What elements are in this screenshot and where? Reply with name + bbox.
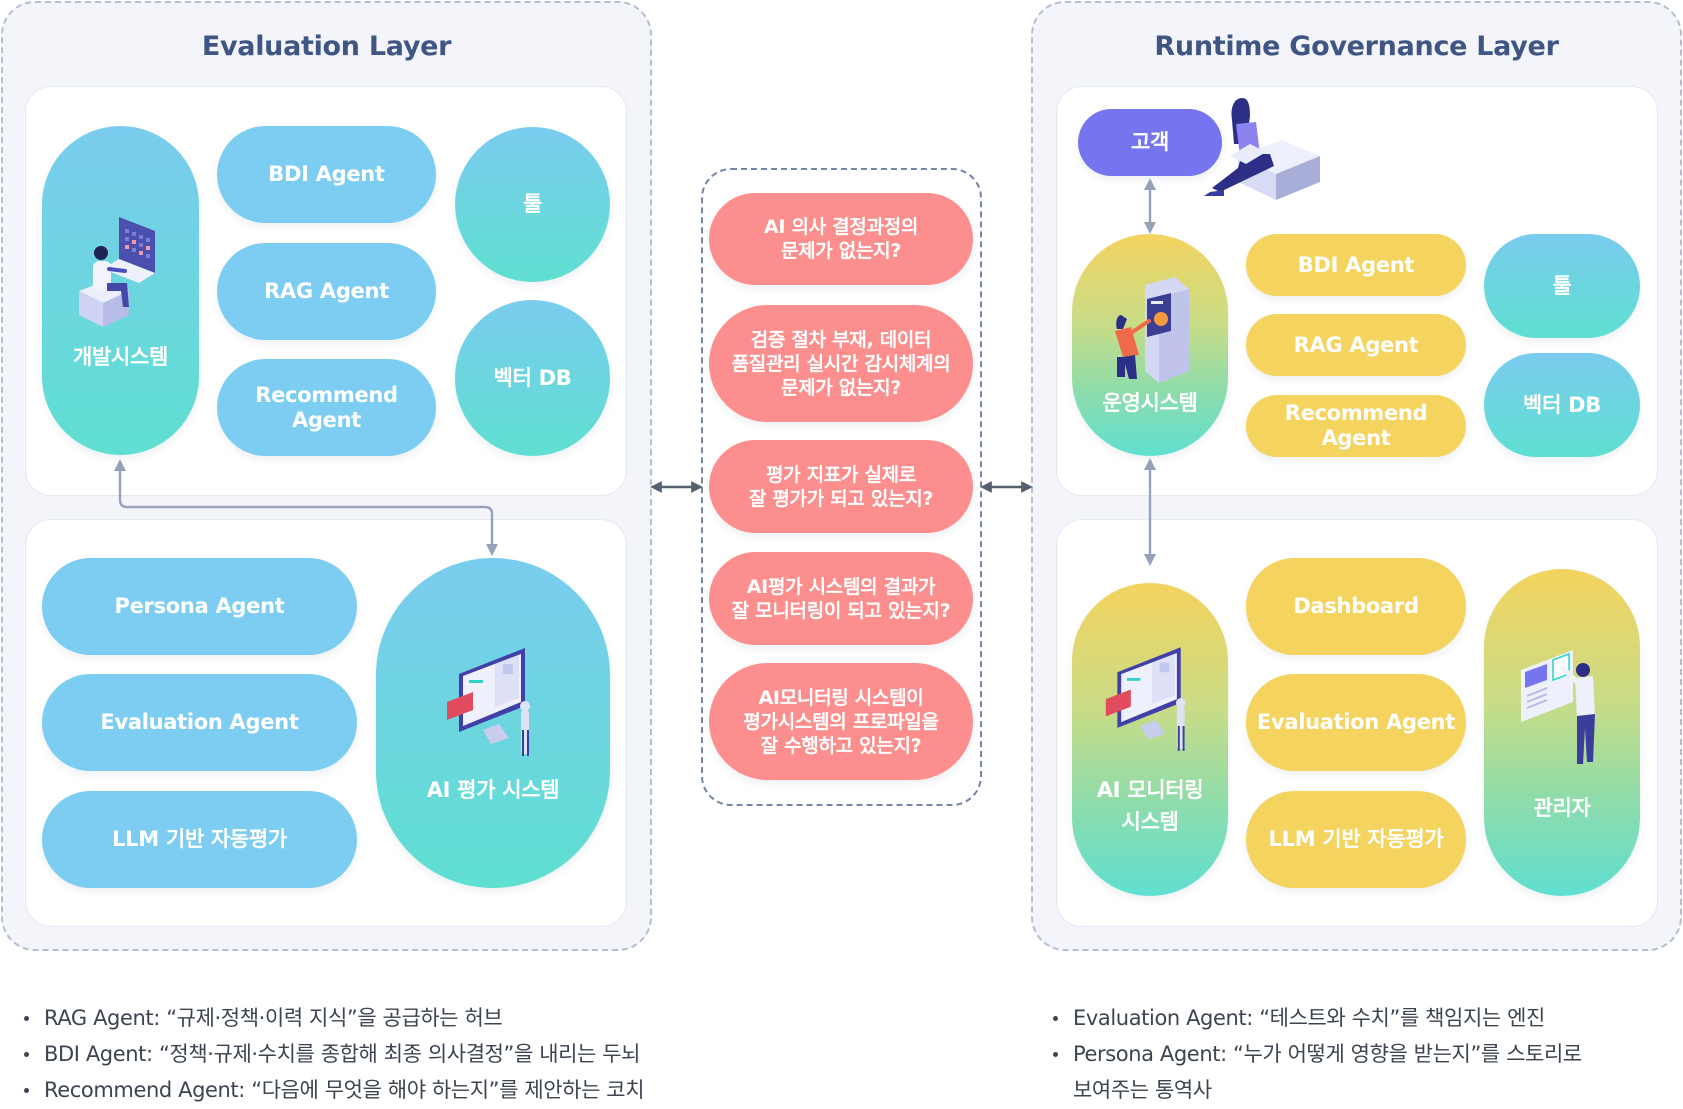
eval-evaluation-agent-label: Evaluation Agent (100, 710, 299, 734)
developer-at-laptop-icon (78, 217, 155, 327)
woman-with-laptop-icon (1204, 98, 1320, 200)
kiosk-user-icon (1115, 276, 1189, 383)
evaluation-notes: RAG Agent: “규제·정책·이력 지식”을 공급하는 허브 BDI Ag… (24, 1000, 645, 1108)
note-recommend-agent: Recommend Agent: “다음에 무엇을 해야 하는지”를 제안하는 … (24, 1072, 645, 1108)
checkpoint-1-line1: AI 의사 결정과정의 (763, 216, 919, 238)
eval-tool-node[interactable]: 툴 (455, 127, 610, 282)
eval-rag-agent-label: RAG Agent (264, 279, 389, 303)
checkpoint-5-line3: 잘 수행하고 있는지? (760, 734, 922, 757)
rt-recommend-agent-label-line1: Recommend (1284, 401, 1428, 425)
dashboard-label: Dashboard (1293, 594, 1419, 618)
eval-llm-auto-eval-label: LLM 기반 자동평가 (112, 827, 287, 851)
eval-vector-db-label: 벡터 DB (493, 365, 572, 390)
checkpoint-4[interactable]: AI평가 시스템의 결과가 잘 모니터링이 되고 있는지? (709, 552, 973, 645)
eval-recommend-agent[interactable]: Recommend Agent (217, 359, 436, 456)
eval-evaluation-agent[interactable]: Evaluation Agent (42, 674, 357, 771)
checkpoint-5[interactable]: AI모니터링 시스템이 평가시스템의 프로파일을 잘 수행하고 있는지? (709, 663, 973, 780)
persona-agent[interactable]: Persona Agent (42, 558, 357, 655)
dev-system-label: 개발시스템 (72, 345, 169, 369)
rt-tool-label: 툴 (1552, 273, 1572, 298)
note-rag-agent: RAG Agent: “규제·정책·이력 지식”을 공급하는 허브 (24, 1000, 644, 1036)
rt-bdi-agent-label: BDI Agent (1297, 252, 1415, 277)
checkpoint-2[interactable]: 검증 절차 부재, 데이터 품질관리 실시간 감시체계의 문제가 없는지? (709, 305, 973, 422)
rt-rag-agent-label: RAG Agent (1293, 332, 1419, 357)
checkpoint-4-line2: 잘 모니터링이 되고 있는지? (731, 599, 951, 622)
note-persona-agent-continued: 보여주는 통역사 (1073, 1078, 1212, 1102)
dev-system-node[interactable]: 개발시스템 (42, 126, 199, 455)
eval-llm-auto-eval[interactable]: LLM 기반 자동평가 (42, 791, 357, 888)
rt-recommend-agent-label-line2: Agent (1321, 426, 1391, 450)
checkpoint-2-line2: 품질관리 실시간 감시체계의 (731, 352, 951, 375)
note-evaluation-agent: Evaluation Agent: “테스트와 수치”를 책임지는 엔진 (1053, 1000, 1582, 1036)
runtime-layer-title: Runtime Governance Layer (1154, 31, 1559, 62)
ai-monitoring-label-line1: AI 모니터링 (1096, 777, 1204, 802)
rt-evaluation-agent-label: Evaluation Agent (1256, 710, 1456, 734)
ai-eval-system-node[interactable]: AI 평가 시스템 (376, 558, 610, 888)
rt-vector-db-node[interactable]: 벡터 DB (1484, 353, 1640, 457)
ai-monitoring-label-line2: 시스템 (1121, 809, 1179, 834)
monitor-robot-icon (1105, 646, 1186, 751)
checkpoint-3-line1: 평가 지표가 실제로 (765, 463, 917, 486)
eval-bdi-agent-label: BDI Agent (268, 162, 385, 186)
eval-bdi-agent[interactable]: BDI Agent (217, 126, 436, 223)
ai-monitoring-system-node[interactable]: AI 모니터링 시스템 (1072, 583, 1228, 896)
checkpoint-5-line2: 평가시스템의 프로파일을 (743, 710, 939, 733)
eval-vector-db-node[interactable]: 벡터 DB (455, 300, 610, 456)
checkpoint-1-line2: 문제가 없는지? (780, 240, 902, 262)
monitor-robot-icon (447, 647, 530, 756)
eval-recommend-agent-label-line2: Agent (291, 407, 362, 432)
checkpoint-2-line1: 검증 절차 부재, 데이터 (750, 328, 932, 351)
ai-eval-system-label: AI 평가 시스템 (426, 777, 560, 802)
rt-vector-db-label: 벡터 DB (1523, 392, 1601, 417)
eval-recommend-agent-label-line1: Recommend (255, 382, 398, 407)
rt-rag-agent[interactable]: RAG Agent (1246, 314, 1466, 376)
note-persona-agent: Persona Agent: “누가 어떻게 영향을 받는지”를 스토리로 (1053, 1036, 1582, 1072)
eval-rag-agent[interactable]: RAG Agent (217, 243, 436, 340)
admin-label: 관리자 (1533, 796, 1591, 820)
rt-recommend-agent[interactable]: Recommend Agent (1246, 395, 1466, 457)
rt-tool-node[interactable]: 툴 (1484, 234, 1640, 338)
eval-tool-label: 툴 (522, 192, 543, 216)
rt-llm-auto-eval-label: LLM 기반 자동평가 (1268, 827, 1444, 851)
rt-llm-auto-eval[interactable]: LLM 기반 자동평가 (1246, 791, 1466, 888)
checkpoint-4-line1: AI평가 시스템의 결과가 (746, 575, 936, 598)
checkpoint-3[interactable]: 평가 지표가 실제로 잘 평가가 되고 있는지? (709, 440, 973, 533)
dashboard-node[interactable]: Dashboard (1246, 558, 1466, 655)
checkpoint-2-line3: 문제가 없는지? (780, 376, 902, 399)
checkpoint-3-line2: 잘 평가가 되고 있는지? (748, 487, 934, 510)
checkpoint-1[interactable]: AI 의사 결정과정의 문제가 없는지? (709, 193, 973, 285)
admin-node[interactable]: 관리자 (1484, 569, 1640, 896)
admin-with-board-icon (1521, 650, 1595, 764)
rt-bdi-agent[interactable]: BDI Agent (1246, 234, 1466, 296)
checkpoint-5-line1: AI모니터링 시스템이 (758, 686, 924, 709)
rt-evaluation-agent[interactable]: Evaluation Agent (1246, 674, 1466, 771)
ops-system-label: 운영시스템 (1102, 390, 1198, 415)
evaluation-layer-title: Evaluation Layer (201, 31, 452, 62)
customer-node[interactable]: 고객 (1078, 109, 1222, 176)
note-bdi-agent: BDI Agent: “정책·규제·수치를 종합해 최종 의사결정”을 내리는 … (24, 1036, 644, 1072)
customer-label: 고객 (1130, 130, 1170, 154)
ops-system-node[interactable]: 운영시스템 (1072, 234, 1228, 456)
persona-agent-label: Persona Agent (114, 594, 285, 618)
runtime-notes: Evaluation Agent: “테스트와 수치”를 책임지는 엔진 Per… (1053, 1000, 1582, 1108)
